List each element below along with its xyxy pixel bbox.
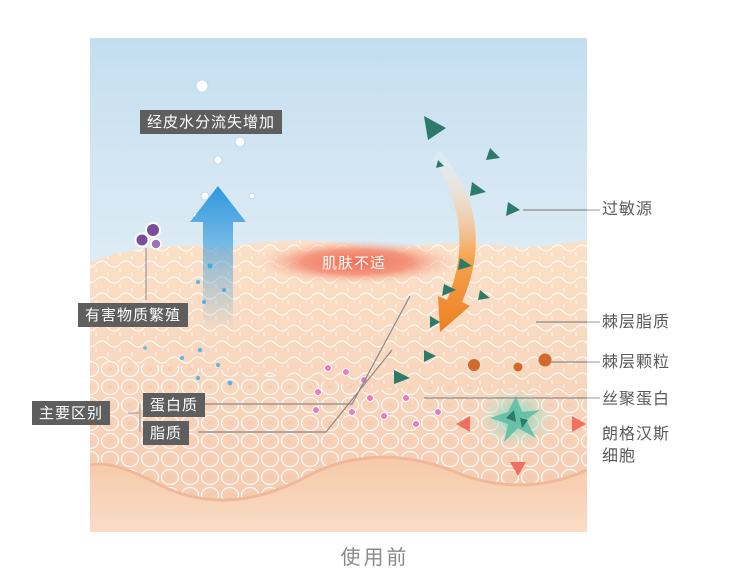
protein-label: 蛋白质	[143, 393, 206, 417]
filaggrin-label: 丝聚蛋白	[602, 389, 671, 408]
spinous-granule-label: 棘层颗粒	[602, 352, 671, 371]
skin-discomfort-label: 肌肤不适	[322, 254, 387, 272]
leader-lines	[198, 209, 587, 433]
harmful-substance-label: 有害物质繁殖	[78, 303, 189, 327]
discomfort-glow	[257, 240, 457, 284]
spinous-lipid-label: 棘层脂质	[602, 312, 671, 331]
bacteria-icon	[134, 222, 162, 300]
langerhans-label-line2: 细胞	[602, 446, 637, 465]
tewl-arrow	[190, 186, 246, 330]
tewl-label: 经皮水分流失增加	[140, 110, 283, 134]
main-difference-label: 主要区别	[32, 401, 111, 425]
caption-before-use: 使用前	[340, 545, 410, 569]
living-epidermis	[90, 360, 587, 500]
langerhans-arrows	[456, 416, 586, 476]
langerhans-cell	[478, 388, 554, 448]
illustration-frame	[90, 38, 587, 532]
allergen-label: 过敏源	[602, 199, 654, 218]
water-droplets	[192, 79, 256, 220]
allergen-particles	[394, 116, 520, 384]
outer-leaders	[128, 209, 600, 432]
spinous-granules	[468, 353, 552, 372]
lipid-label: 脂质	[143, 421, 190, 445]
basement-membrane	[90, 455, 587, 502]
lipid-dots	[312, 364, 442, 428]
allergen-arrow	[432, 150, 476, 332]
langerhans-label-line1: 朗格汉斯	[602, 424, 671, 443]
